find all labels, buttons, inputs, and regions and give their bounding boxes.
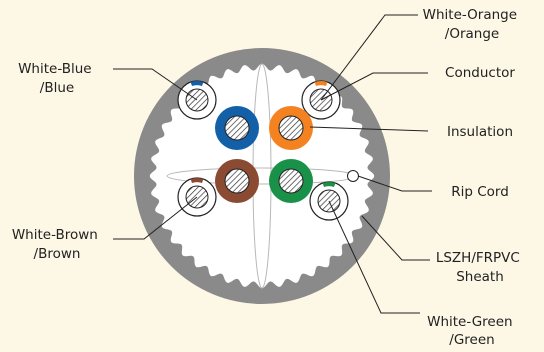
conductor-brown bbox=[215, 159, 259, 203]
label-sheath-line2: Sheath bbox=[456, 269, 504, 285]
leader-sheath bbox=[361, 215, 430, 261]
conductor-blue bbox=[215, 106, 259, 150]
leader-white-orange bbox=[320, 14, 418, 101]
conductor-wg bbox=[309, 181, 349, 221]
rip-cord bbox=[347, 170, 359, 182]
label-white-orange-line2: /Orange bbox=[445, 26, 499, 42]
cable-core bbox=[149, 63, 375, 289]
label-white-blue-line2: /Blue bbox=[40, 80, 74, 96]
label-conductor: Conductor bbox=[445, 65, 515, 81]
label-sheath-line1: LSZH/FRPVC bbox=[436, 250, 520, 266]
label-white-green-line2: /Green bbox=[449, 332, 494, 348]
label-white-orange: White-Orange /Orange bbox=[423, 7, 522, 42]
conductor-orange bbox=[269, 106, 313, 150]
label-white-blue: White-Blue /Blue bbox=[18, 61, 96, 96]
label-white-green-line1: White-Green bbox=[427, 314, 513, 330]
label-sheath: LSZH/FRPVC Sheath bbox=[436, 250, 524, 285]
label-white-orange-line1: White-Orange bbox=[423, 7, 517, 23]
label-white-blue-line1: White-Blue bbox=[18, 61, 92, 77]
conductor-green bbox=[269, 159, 313, 203]
leader-white-green bbox=[328, 200, 420, 314]
label-insulation: Insulation bbox=[447, 124, 513, 140]
label-white-brown-line2: /Brown bbox=[34, 246, 81, 262]
conductor-wbr bbox=[177, 177, 217, 217]
leader-conductor bbox=[320, 72, 428, 101]
leader-white-blue bbox=[113, 68, 198, 101]
label-white-green: White-Green /Green bbox=[427, 314, 517, 348]
leader-rip-cord bbox=[357, 175, 432, 192]
label-white-brown-line1: White-Brown bbox=[12, 227, 98, 243]
label-rip-cord: Rip Cord bbox=[451, 184, 509, 200]
leader-white-brown bbox=[113, 196, 198, 240]
label-white-brown: White-Brown /Brown bbox=[12, 227, 102, 262]
leader-insulation bbox=[309, 126, 429, 132]
